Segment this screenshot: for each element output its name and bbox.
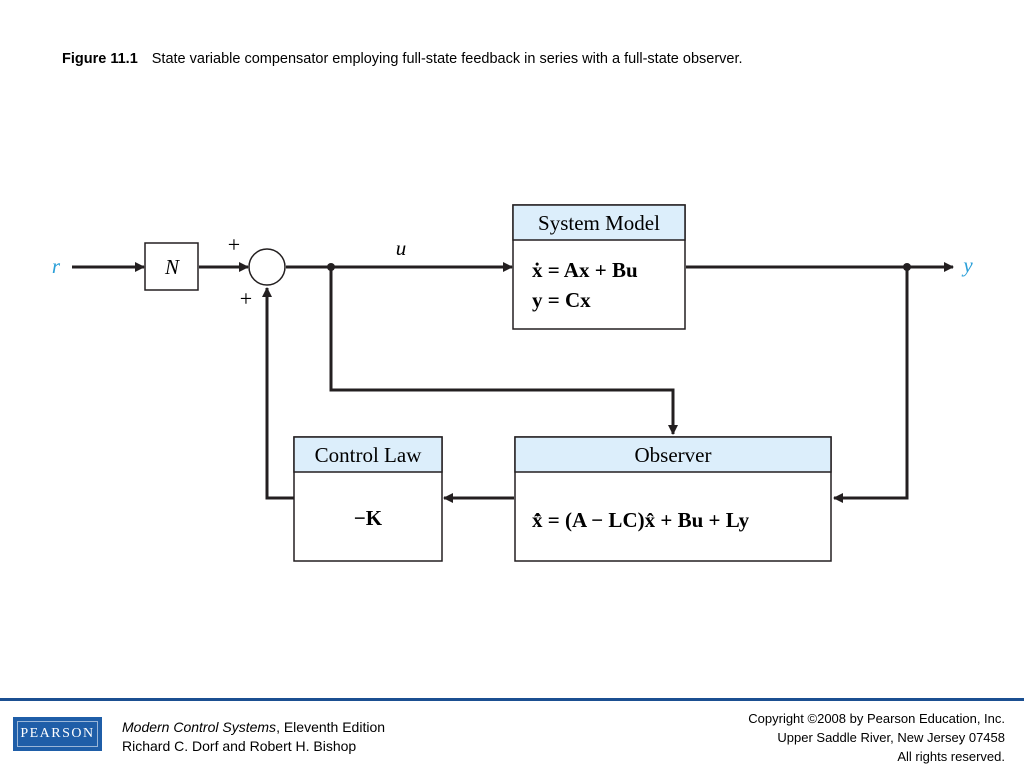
wire-y-to-observer [833,267,909,503]
gain-label: N [164,255,180,279]
book-authors: Richard C. Dorf and Robert H. Bishop [122,738,357,754]
summing-junction [248,248,286,286]
copyright-notice: Copyright ©2008 by Pearson Education, In… [748,709,1005,766]
book-title-line: Modern Control Systems, Eleventh Edition [122,718,385,737]
figure-caption-text: State variable compensator employing ful… [151,51,743,67]
signal-label-r: r [52,254,61,278]
system-model-title: System Model [538,211,660,235]
book-title: Modern Control Systems [122,719,277,735]
figure-caption: Figure 11.1 State variable compensator em… [62,51,743,67]
signal-label-y: y [961,253,973,277]
system-model-block: System Model ẋ = Ax + Bu y = Cx [512,204,686,330]
junction-dot-u [327,263,335,271]
wire-u-to-observer [329,267,678,435]
system-model-output-equation: y = Cx [532,288,591,312]
copyright-line-1: Copyright ©2008 by Pearson Education, In… [748,711,1005,726]
footer-rule [0,698,1024,701]
observer-block: Observer x̂̇ = (A − LC)x̂ + Bu + Ly [514,436,832,562]
junction-dot-y [903,263,911,271]
control-law-equation: −K [354,506,383,530]
system-model-state-equation: ẋ = Ax + Bu [532,258,638,282]
pearson-logo: PEARSON [13,717,102,751]
copyright-line-2: Upper Saddle River, New Jersey 07458 [777,730,1005,745]
copyright-line-3: All rights reserved. [897,749,1005,764]
control-law-block: Control Law −K [293,436,443,562]
figure-label: Figure 11.1 [62,51,138,67]
sum-sign-bottom: + [240,286,252,311]
book-info: Modern Control Systems, Eleventh Edition… [122,718,385,756]
block-diagram: + + N r u y System Model ẋ = Ax + Bu y =… [52,204,973,562]
book-edition: , Eleventh Edition [276,719,386,735]
observer-title: Observer [635,443,712,467]
wire-control-law-to-sum [262,287,294,500]
connection-lines [72,262,954,503]
control-law-title: Control Law [315,443,423,467]
control-law-header [293,436,443,473]
observer-header [514,436,832,473]
system-model-header [512,204,686,241]
observer-equation: x̂̇ = (A − LC)x̂ + Bu + Ly [532,508,750,532]
sum-sign-top: + [228,232,240,257]
signal-label-u: u [396,236,407,260]
gain-block [144,242,199,291]
